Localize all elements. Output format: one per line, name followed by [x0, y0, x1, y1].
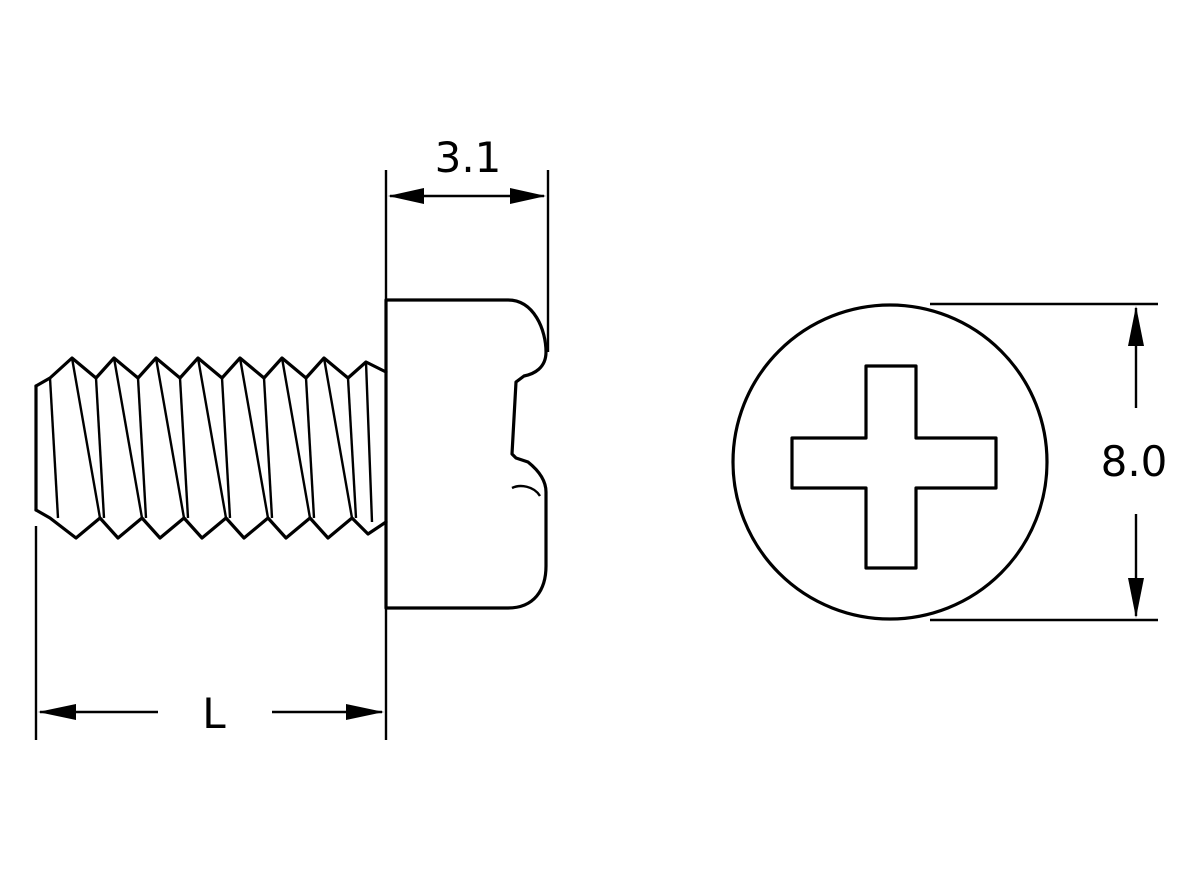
dimension-label-head-diameter: 8.0: [1101, 437, 1168, 486]
arrowhead-bottom: [1128, 578, 1144, 618]
screw-side-view: [34, 298, 548, 610]
phillips-drive-icon: [790, 364, 998, 570]
dimension-label-head-height: 3.1: [435, 133, 502, 182]
head-slot-lower: [511, 484, 542, 497]
arrowhead-right: [346, 704, 384, 720]
dimension-label-length: L: [202, 689, 226, 738]
arrowhead-top: [1128, 306, 1144, 346]
threaded-shank: [34, 356, 388, 540]
pan-head: [384, 298, 548, 610]
arrowhead-right: [510, 188, 546, 204]
arrowhead-left: [38, 704, 76, 720]
thread-top-profile: [34, 356, 388, 388]
dimension-head-diameter: 8.0: [930, 302, 1168, 622]
dimension-length: L: [34, 526, 388, 740]
thread-bottom-profile: [34, 508, 388, 540]
arrowhead-left: [388, 188, 424, 204]
screw-top-view: [731, 303, 1049, 621]
dimension-head-height: 3.1: [384, 133, 550, 352]
thread-flanks: [48, 357, 374, 523]
head-outline: [731, 303, 1049, 621]
